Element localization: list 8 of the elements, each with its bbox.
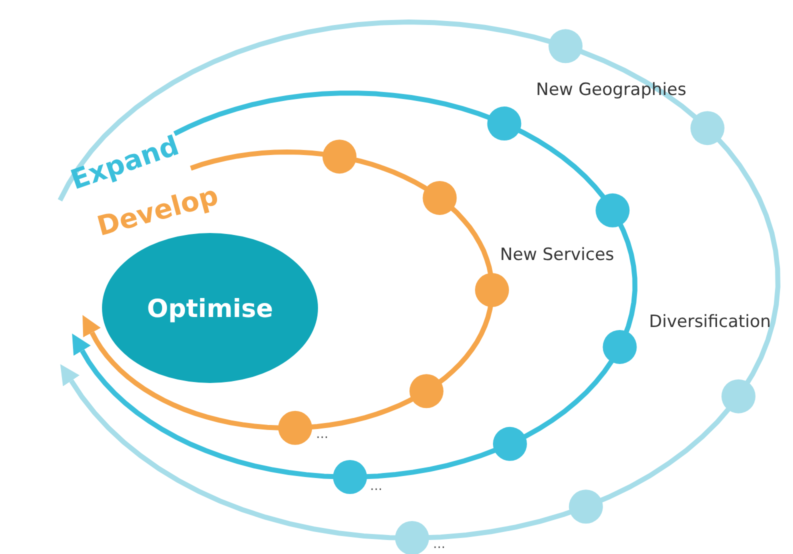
ellipsis-label: ... — [316, 428, 328, 441]
core-label: Optimise — [146, 294, 274, 322]
ring-label: New Services — [500, 247, 614, 264]
ellipsis-label: ... — [370, 480, 382, 493]
ellipsis-label: ... — [433, 538, 446, 551]
ring-label: Diversification — [649, 314, 771, 331]
ring-title: Develop — [94, 182, 222, 241]
ring-label: New Geographies — [536, 82, 686, 99]
